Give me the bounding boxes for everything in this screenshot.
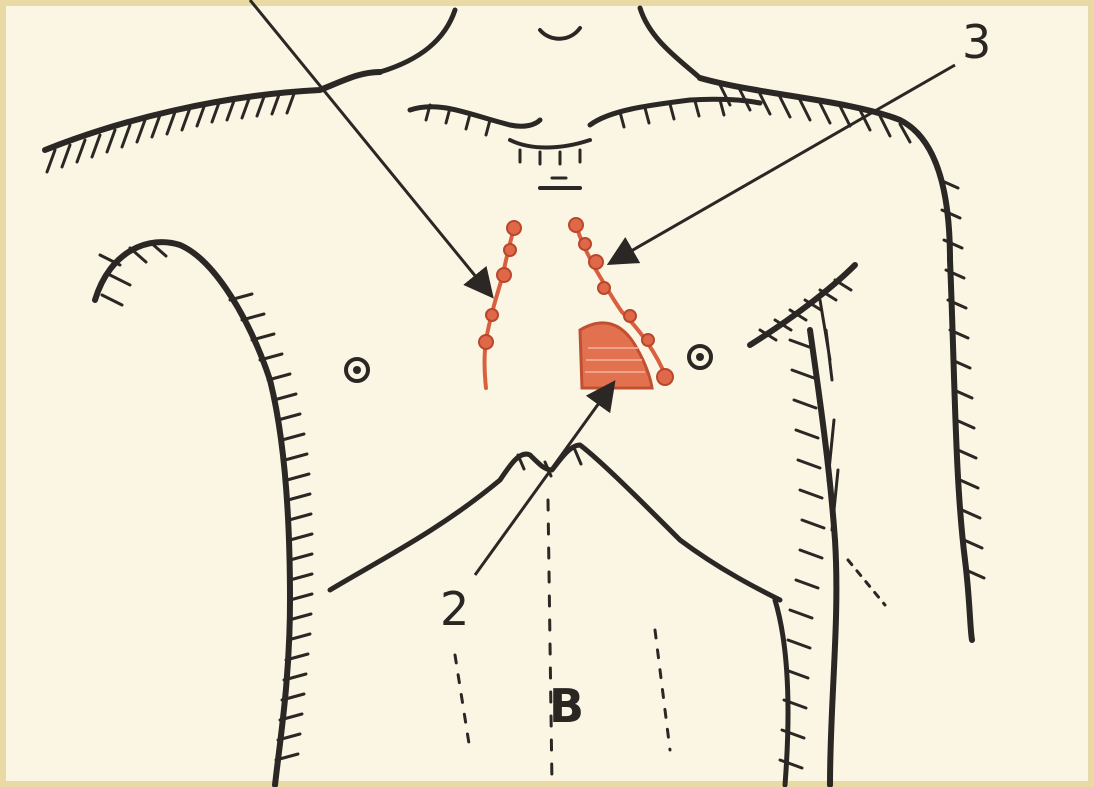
callout-label-3: 3 (962, 15, 991, 69)
callout-label-2: 2 (440, 582, 469, 636)
umbilicus-marker: B (549, 679, 584, 733)
